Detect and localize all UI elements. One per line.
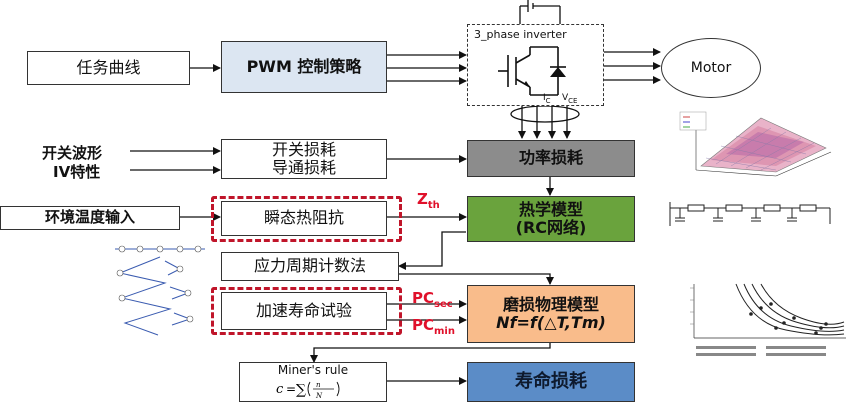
pwm-strategy-label: PWM 控制策略 <box>246 56 362 76</box>
transient-impedance-block: 瞬态热阻抗 <box>221 201 387 236</box>
wear-model-label: 磨损物理模型 <box>502 294 599 314</box>
accel-life-test-dashed-frame <box>211 287 402 335</box>
switch-loss-label: 开关损耗 <box>271 139 336 159</box>
ambient-temp-label: 环境温度输入 <box>44 208 135 227</box>
accel-life-test-block: 加速寿命试验 <box>221 292 387 330</box>
loss-surface-plot-thumbnail <box>679 111 832 177</box>
zth-label: Zth <box>417 190 440 211</box>
conduction-loss-label: 导通损耗 <box>271 158 336 177</box>
rc-network-label: (RC网络) <box>515 218 587 237</box>
wear-model-block: 磨损物理模型 Nf=f(△T,Tm) <box>467 285 635 343</box>
lifetime-curves-thumbnail <box>690 283 846 356</box>
inverter-label: 3_phase inverter <box>474 28 567 41</box>
pwm-strategy-block: PWM 控制策略 <box>221 41 387 93</box>
ambient-temp-block: 环境温度输入 <box>0 206 180 230</box>
wear-formula-label: Nf=f(△T,Tm) <box>496 313 606 332</box>
svg-text:=: = <box>286 382 296 396</box>
inverter-block: 3_phase inverter IC VCE <box>467 24 604 106</box>
transient-impedance-dashed-frame <box>211 196 402 242</box>
miners-rule-block: Miner's rule c = ∑ n N <box>239 362 387 402</box>
task-curve-label: 任务曲线 <box>76 57 141 77</box>
miners-rule-formula-icon: c = ∑ n N <box>276 381 340 400</box>
life-loss-block: 寿命损耗 <box>467 362 635 402</box>
transient-impedance-label: 瞬态热阻抗 <box>263 208 344 228</box>
stress-cycle-block: 应力周期计数法 <box>221 252 399 281</box>
stress-cycle-label: 应力周期计数法 <box>253 256 366 276</box>
pc-min-label: PCmin <box>412 316 455 337</box>
motor-block: Motor <box>661 38 761 98</box>
task-curve-block: 任务曲线 <box>27 51 190 85</box>
rc-network-thumbnail <box>669 202 831 226</box>
power-loss-label: 功率损耗 <box>518 148 583 168</box>
thermal-model-label: 热学模型 <box>518 199 583 219</box>
vce-label: VCE <box>562 93 578 105</box>
rainflow-counting-thumbnail <box>115 245 205 336</box>
power-loss-block: 功率损耗 <box>467 140 635 177</box>
pc-sec-label: PCsec <box>412 289 453 310</box>
svg-text:N: N <box>315 392 323 400</box>
iv-characteristic-label: IV特性 <box>53 163 101 181</box>
ic-label: IC <box>543 93 551 105</box>
life-loss-label: 寿命损耗 <box>515 370 587 392</box>
accel-life-test-label: 加速寿命试验 <box>255 300 352 320</box>
svg-text:c: c <box>276 382 284 397</box>
thermal-model-block: 热学模型 (RC网络) <box>467 196 635 242</box>
svg-text:∑: ∑ <box>296 382 306 398</box>
loss-calc-block: 开关损耗 导通损耗 <box>221 139 387 179</box>
svg-text:n: n <box>316 381 321 389</box>
igbt-icon <box>498 46 566 96</box>
switch-waveform-label: 开关波形 <box>42 144 103 162</box>
miners-rule-label: Miner's rule <box>277 363 349 378</box>
motor-label: Motor <box>690 60 732 76</box>
